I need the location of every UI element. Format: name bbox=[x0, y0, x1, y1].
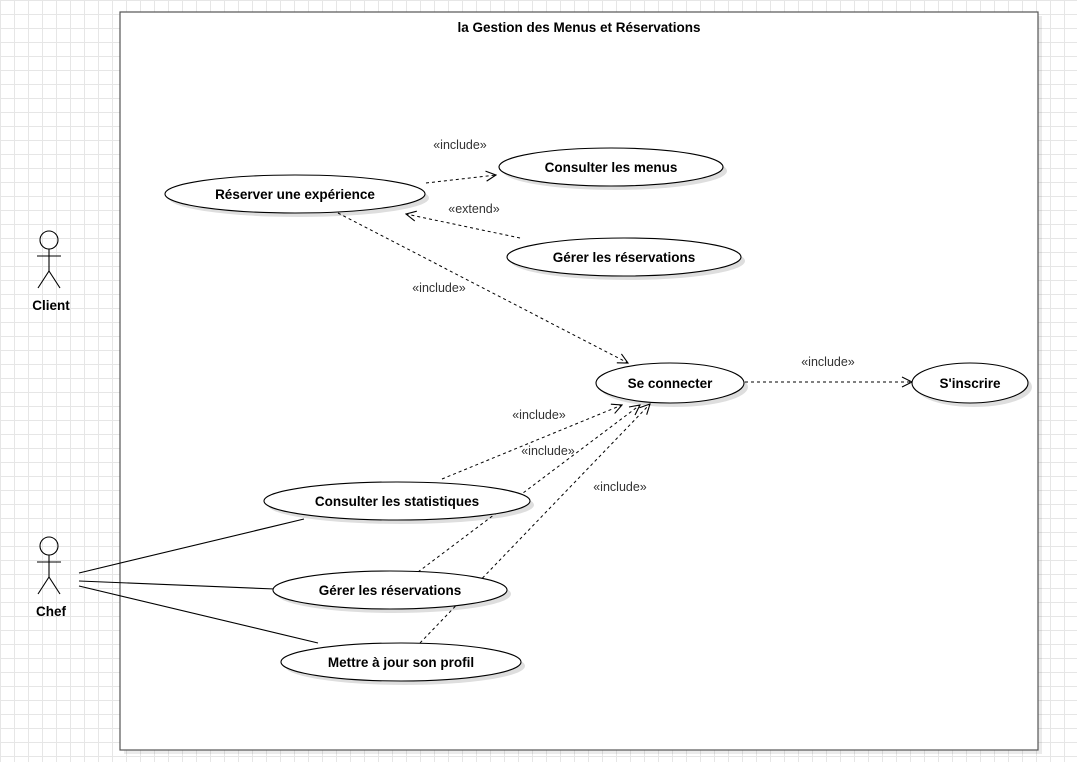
label-extend-gerer: «extend» bbox=[448, 202, 499, 216]
association-chef-gerer-reservations[interactable] bbox=[78, 580, 276, 590]
actor-chef[interactable]: Chef bbox=[36, 536, 67, 619]
actor-client-label: Client bbox=[32, 298, 70, 313]
label-include-inscrire: «include» bbox=[801, 355, 855, 369]
label-include-menus: «include» bbox=[433, 138, 487, 152]
include-gerer-connecter[interactable] bbox=[417, 405, 640, 573]
usecase-consulter-statistiques-label: Consulter les statistiques bbox=[315, 494, 479, 509]
usecase-sinscrire[interactable]: S'inscrire bbox=[911, 362, 1032, 407]
label-include-statistiques: «include» bbox=[512, 408, 566, 422]
usecase-reserver-experience-label: Réserver une expérience bbox=[215, 187, 375, 202]
label-include-reserver-connecter: «include» bbox=[412, 281, 466, 295]
usecase-consulter-menus-label: Consulter les menus bbox=[545, 160, 678, 175]
usecase-gerer-reservations-chef[interactable]: Gérer les réservations bbox=[272, 570, 511, 613]
usecase-reserver-experience[interactable]: Réserver une expérience bbox=[164, 174, 429, 217]
usecase-se-connecter[interactable]: Se connecter bbox=[595, 362, 748, 407]
system-boundary: la Gestion des Menus et Réservations bbox=[119, 11, 1042, 754]
association-chef-statistiques[interactable] bbox=[78, 518, 305, 574]
usecase-gerer-reservations-top-label: Gérer les réservations bbox=[553, 250, 696, 265]
association-chef-profil[interactable] bbox=[78, 585, 319, 644]
usecase-mettre-a-jour-profil[interactable]: Mettre à jour son profil bbox=[280, 642, 525, 685]
usecase-consulter-statistiques[interactable]: Consulter les statistiques bbox=[263, 481, 534, 524]
usecase-gerer-reservations-top[interactable]: Gérer les réservations bbox=[506, 237, 745, 280]
usecase-gerer-reservations-chef-label: Gérer les réservations bbox=[319, 583, 462, 598]
extend-gerer-reserver[interactable] bbox=[406, 214, 521, 239]
usecase-mettre-a-jour-profil-label: Mettre à jour son profil bbox=[328, 655, 474, 670]
usecase-se-connecter-label: Se connecter bbox=[628, 376, 714, 391]
label-include-gerer: «include» bbox=[521, 444, 575, 458]
actor-chef-label: Chef bbox=[36, 604, 67, 619]
include-statistiques-connecter[interactable] bbox=[441, 405, 622, 480]
actor-client[interactable]: Client bbox=[32, 230, 70, 313]
usecase-sinscrire-label: S'inscrire bbox=[940, 376, 1001, 391]
include-reserver-connecter[interactable] bbox=[337, 212, 628, 363]
system-title: la Gestion des Menus et Réservations bbox=[457, 20, 700, 35]
label-include-profil: «include» bbox=[593, 480, 647, 494]
usecase-consulter-menus[interactable]: Consulter les menus bbox=[498, 147, 727, 190]
